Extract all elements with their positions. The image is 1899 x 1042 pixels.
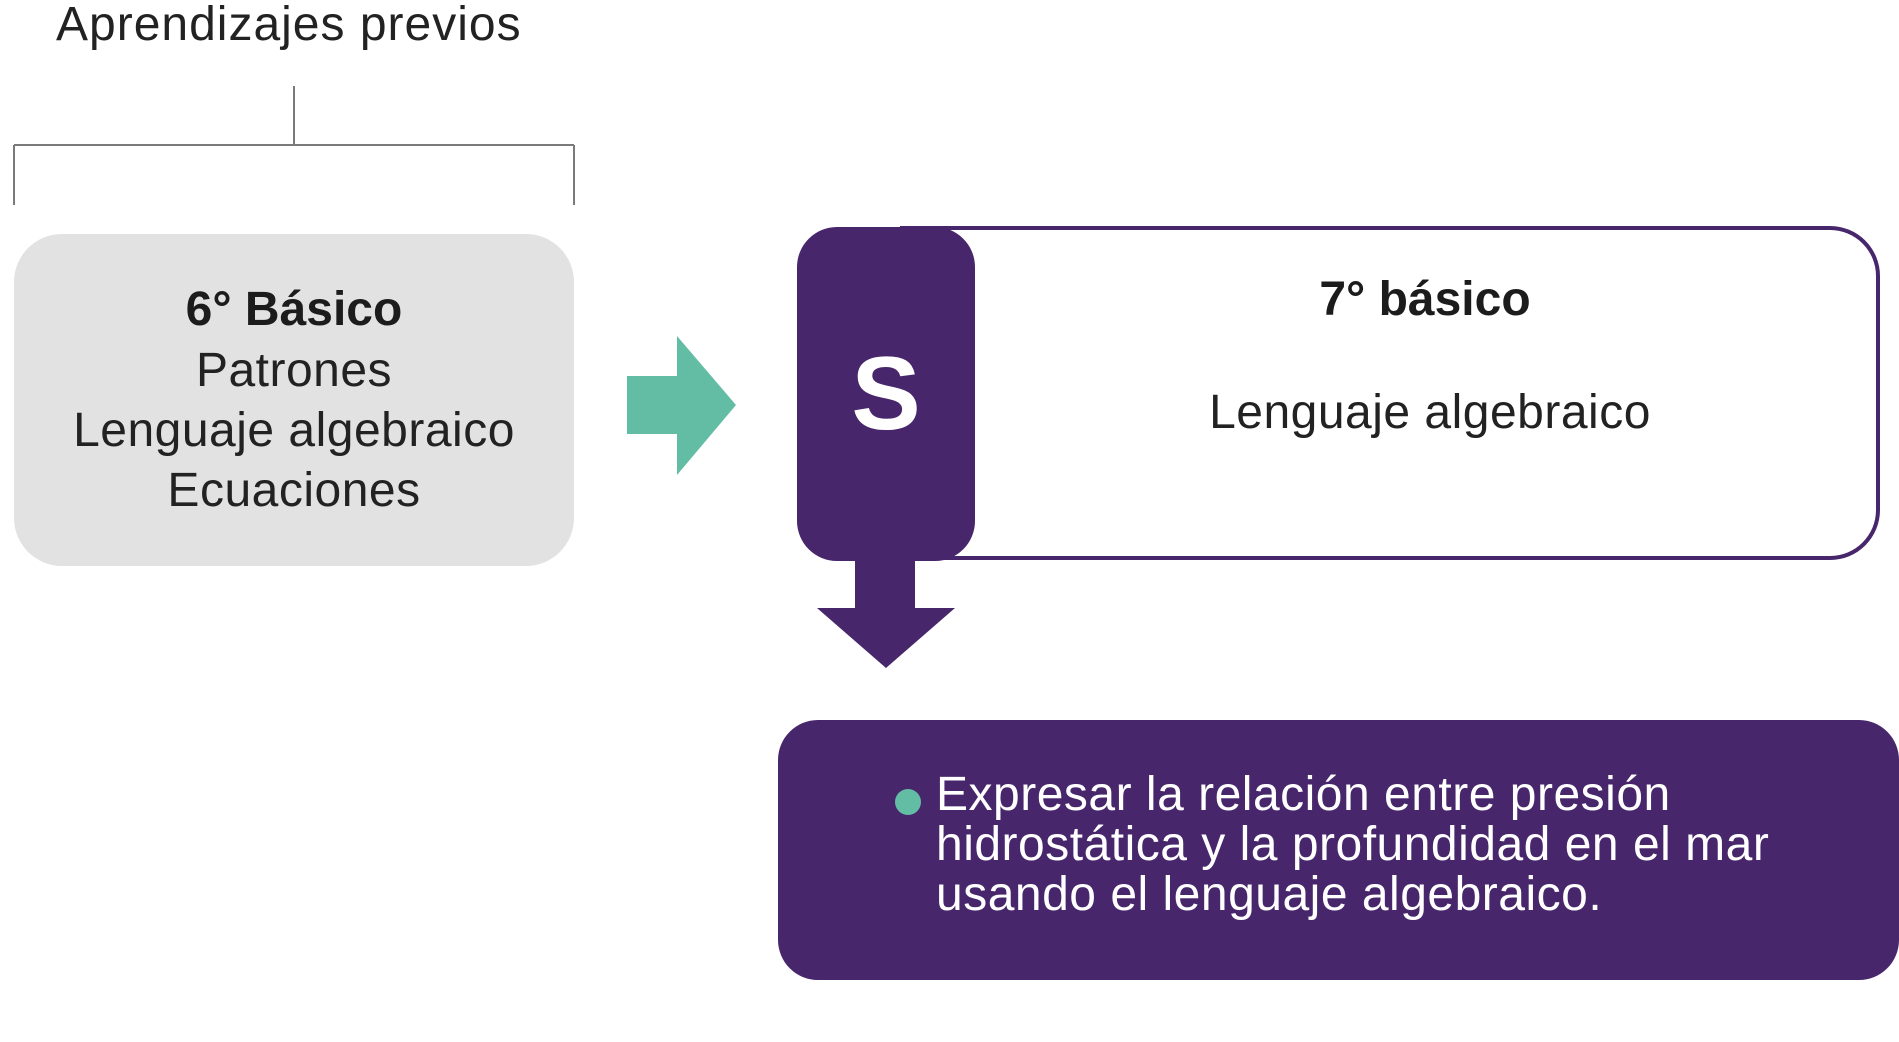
s-badge: S (797, 227, 975, 561)
current-grade: 7° básico (1319, 273, 1531, 326)
bullet-icon (895, 789, 921, 815)
objective-box (778, 720, 1899, 980)
objective-text: Expresar la relación entre presión hidro… (936, 768, 1770, 921)
section-title: Aprendizajes previos (56, 0, 522, 51)
previous-item-algebraic-language: Lenguaje algebraico (73, 404, 515, 457)
previous-learning-box: 6° Básico Patrones Lenguaje algebraico E… (14, 234, 574, 566)
s-badge-label: S (851, 336, 921, 452)
bracket (13, 86, 575, 205)
down-arrow (817, 548, 955, 668)
right-arrow (627, 336, 736, 475)
previous-grade: 6° Básico (185, 283, 403, 336)
previous-item-patterns: Patrones (195, 344, 393, 397)
current-level-box (900, 226, 1880, 560)
previous-item-equations: Ecuaciones (167, 464, 421, 517)
current-topic: Lenguaje algebraico (1209, 386, 1651, 439)
